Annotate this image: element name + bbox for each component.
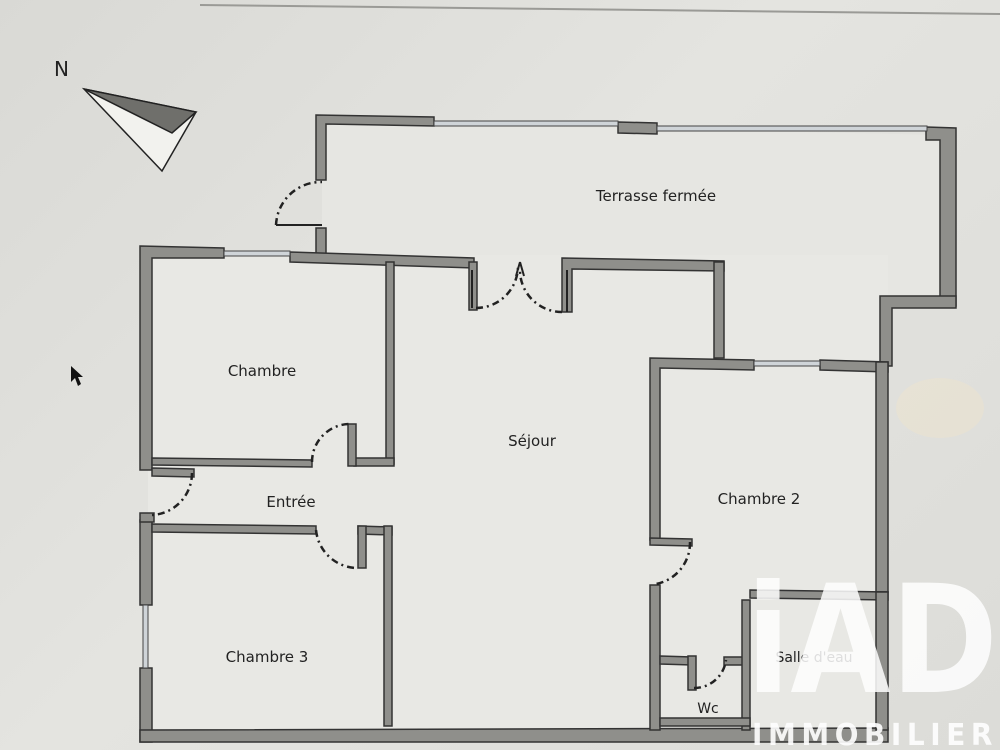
door-leaves [276, 224, 568, 312]
door-chambre3-arc [314, 529, 359, 570]
door-terrasse-arc [274, 180, 323, 226]
room-label-chambre3: Chambre 3 [226, 648, 309, 666]
room-label-wc: Wc [697, 701, 719, 717]
windows [142, 120, 928, 669]
cursor-icon [71, 366, 83, 386]
frame-edge [199, 4, 1000, 15]
door-chambre-arc [310, 422, 351, 463]
room-label-terrasse: Terrasse fermée [595, 187, 716, 205]
watermark-brand: iAD [746, 554, 998, 728]
door-entree-arc [151, 472, 194, 517]
north-label: N [54, 57, 69, 81]
door-chambre2-arc [655, 541, 692, 586]
compass: N [54, 57, 198, 173]
room-label-salle-eau: Salle d'eau [775, 650, 852, 666]
room-label-chambre2: Chambre 2 [718, 490, 801, 508]
room-label-sejour: Séjour [508, 432, 557, 450]
doors [151, 180, 728, 690]
door-wc-arc [693, 659, 728, 690]
floor-areas [148, 122, 944, 730]
north-arrow-icon [81, 87, 198, 173]
room-label-chambre: Chambre [228, 362, 296, 380]
room-label-entree: Entrée [266, 493, 315, 511]
iad-watermark-logo: iAD IMMOBILIER [746, 554, 998, 750]
screen-glare [896, 378, 984, 438]
walls [139, 114, 957, 743]
watermark-tagline: IMMOBILIER [752, 718, 998, 750]
